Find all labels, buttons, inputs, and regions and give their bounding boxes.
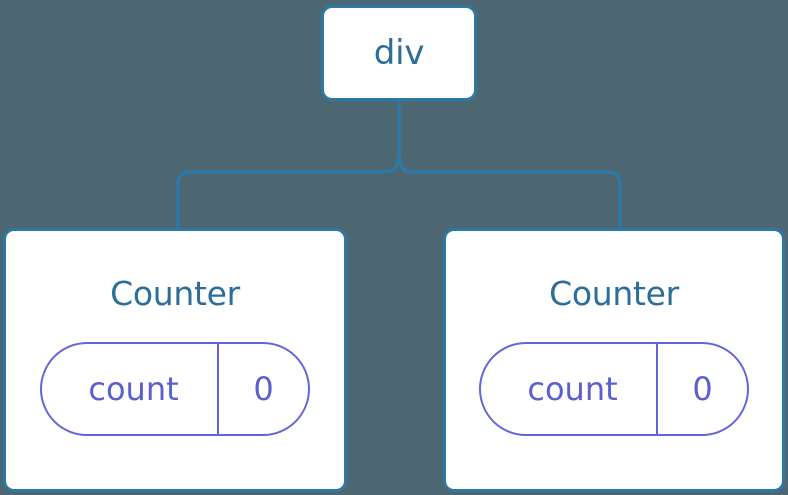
node-div[interactable]: div <box>321 5 477 101</box>
node-counter-right-label: Counter <box>549 274 679 313</box>
state-value-right: 0 <box>656 344 747 434</box>
state-value-left: 0 <box>217 344 308 434</box>
state-badge-right[interactable]: count 0 <box>479 342 749 436</box>
node-counter-left[interactable]: Counter count 0 <box>3 228 347 492</box>
edge-to-left-child <box>176 151 401 230</box>
state-key-left: count <box>88 370 179 408</box>
node-counter-right[interactable]: Counter count 0 <box>443 228 785 492</box>
state-badge-left[interactable]: count 0 <box>40 342 310 436</box>
node-counter-left-label: Counter <box>110 274 240 313</box>
state-key-right: count <box>527 370 618 408</box>
node-div-label: div <box>373 33 425 73</box>
edge-to-right-child <box>397 151 622 230</box>
